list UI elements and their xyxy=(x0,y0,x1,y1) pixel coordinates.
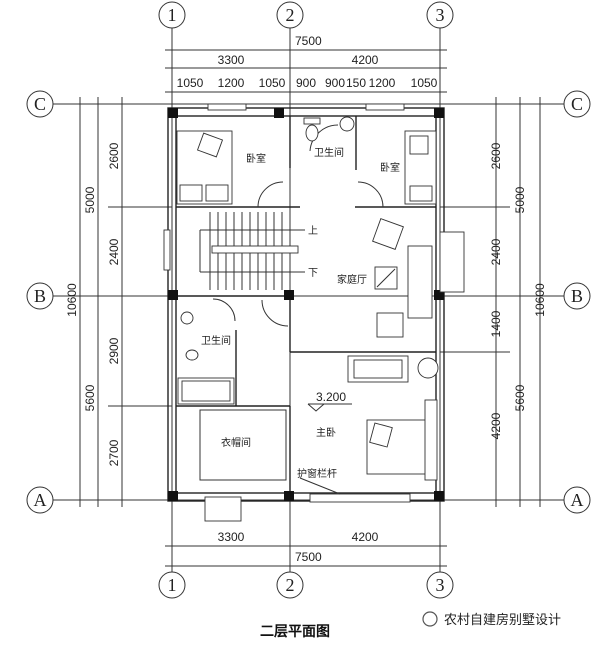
axis-label: 3 xyxy=(436,5,445,25)
furniture xyxy=(176,116,439,481)
closet-label: 衣帽间 xyxy=(221,436,251,449)
dim-inner: 2400 xyxy=(489,238,503,265)
dim-inner: 2900 xyxy=(107,337,121,364)
axis-lines xyxy=(53,28,564,572)
axis-bubble-b-right: B xyxy=(563,282,591,310)
left-dimensions: 10600 5000 5600 2600 2400 2900 2700 xyxy=(65,97,123,507)
elevation-label: 3.200 xyxy=(316,390,346,404)
sofa-set xyxy=(372,218,433,338)
dim-detail: 1050 xyxy=(411,76,438,90)
axis-label: C xyxy=(34,94,46,114)
dim-total: 10600 xyxy=(65,283,79,317)
dim-detail: 1050 xyxy=(259,76,286,90)
axis-label: 1 xyxy=(168,5,177,25)
dim-middle: 5600 xyxy=(83,384,97,411)
axis-bubbles: 1 2 3 1 2 3 C B A C B A xyxy=(26,1,591,599)
axis-bubble-b-left: B xyxy=(26,282,54,310)
dim-inner: 2700 xyxy=(107,439,121,466)
dim-inner: 4200 xyxy=(489,412,503,439)
dim-detail: 1200 xyxy=(369,76,396,90)
bed-master xyxy=(366,399,438,481)
dim-inner: 2600 xyxy=(489,142,503,169)
sofa-master xyxy=(347,355,409,383)
dim-middle: 5600 xyxy=(513,384,527,411)
dim-detail: 150 xyxy=(346,76,366,90)
dim-total: 10600 xyxy=(533,283,547,317)
elevation-mark: 3.200 xyxy=(299,390,352,495)
doors xyxy=(212,124,384,327)
staircase: 上 下 xyxy=(199,212,318,290)
axis-bubble-a-right: A xyxy=(563,486,591,514)
axis-label: 2 xyxy=(286,5,295,25)
toilet-left xyxy=(185,349,199,361)
axis-label: A xyxy=(571,490,584,510)
axis-bubble-a-left: A xyxy=(26,486,54,514)
dim-middle: 5000 xyxy=(513,186,527,213)
walls xyxy=(163,103,465,522)
axis-label: C xyxy=(571,94,583,114)
axis-bubble-1-bottom: 1 xyxy=(158,571,186,599)
axis-bubble-c-left: C xyxy=(26,90,54,118)
drawing-title: 二层平面图 xyxy=(260,624,330,640)
stair-up-label: 上 xyxy=(308,225,318,237)
toilet-top xyxy=(303,117,321,142)
stair-down-label: 下 xyxy=(308,268,318,279)
dim-bay: 4200 xyxy=(352,530,379,544)
dim-bay: 4200 xyxy=(352,53,379,67)
dim-bay: 3300 xyxy=(218,530,245,544)
axis-label: 1 xyxy=(168,575,177,595)
window-rail-label: 护窗栏杆 xyxy=(297,467,337,480)
axis-bubble-3-top: 3 xyxy=(426,1,454,29)
sink-left xyxy=(180,311,194,325)
axis-bubble-2-bottom: 2 xyxy=(276,571,304,599)
bed-right xyxy=(404,130,437,205)
dim-detail: 900 xyxy=(325,76,345,90)
dim-total: 7500 xyxy=(295,550,322,564)
axis-bubble-2-top: 2 xyxy=(276,1,304,29)
bathroom-top-label: 卫生间 xyxy=(314,146,344,159)
wechat-icon xyxy=(422,611,438,627)
dim-bay: 3300 xyxy=(218,53,245,67)
bottom-dimensions: 3300 4200 7500 xyxy=(165,530,447,567)
axis-bubble-c-right: C xyxy=(563,90,591,118)
dim-detail: 1200 xyxy=(218,76,245,90)
dim-inner: 2400 xyxy=(107,238,121,265)
axis-bubble-1-top: 1 xyxy=(158,1,186,29)
sink-top xyxy=(339,116,355,132)
axis-label: 3 xyxy=(436,575,445,595)
axis-label: A xyxy=(34,490,47,510)
bathtub xyxy=(177,377,235,405)
top-dimensions: 7500 3300 4200 1050 1200 1050 900 900 15… xyxy=(165,34,447,93)
room-labels: 卧室 卫生间 卧室 家庭厅 卫生间 衣帽间 主卧 护窗栏杆 xyxy=(201,146,400,480)
master-bedroom-label: 主卧 xyxy=(316,426,336,439)
closet-rail xyxy=(199,409,287,481)
plant xyxy=(417,357,439,379)
bedroom-right-label: 卧室 xyxy=(380,161,400,174)
axis-label: 2 xyxy=(286,575,295,595)
dim-inner: 2600 xyxy=(107,142,121,169)
watermark-text: 农村自建房别墅设计 xyxy=(444,612,561,628)
dim-middle: 5000 xyxy=(83,186,97,213)
dim-detail: 1050 xyxy=(177,76,204,90)
dim-total: 7500 xyxy=(295,34,322,48)
dim-inner: 1400 xyxy=(489,310,503,337)
right-dimensions: 2600 2400 1400 4200 5000 5600 10600 xyxy=(489,97,547,507)
watermark: 农村自建房别墅设计 xyxy=(422,611,561,628)
axis-label: B xyxy=(34,286,46,306)
bed-left xyxy=(176,130,233,205)
axis-label: B xyxy=(571,286,583,306)
bedroom-left-label: 卧室 xyxy=(246,152,266,165)
family-hall-label: 家庭厅 xyxy=(337,273,367,286)
axis-bubble-3-bottom: 3 xyxy=(426,571,454,599)
bathroom-left-label: 卫生间 xyxy=(201,334,231,347)
dim-detail: 900 xyxy=(296,76,316,90)
